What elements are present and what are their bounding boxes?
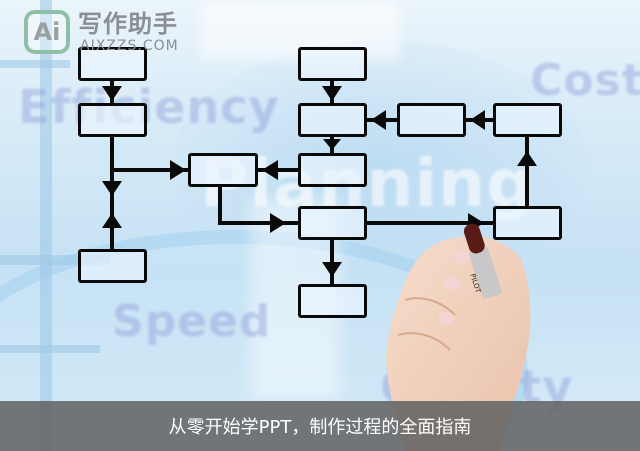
caption-bar: 从零开始学PPT，制作过程的全面指南 xyxy=(0,401,640,451)
watermark-logo: Ai 写作助手 AIXZZS.COM xyxy=(24,10,179,54)
flowchart-box-8 xyxy=(298,206,367,240)
flowchart-box-10 xyxy=(397,103,466,137)
background-grid-line xyxy=(0,60,70,68)
ai-logo-icon: Ai xyxy=(24,10,70,54)
flowchart-box-6 xyxy=(298,103,367,137)
logo-icon-text: Ai xyxy=(33,18,61,46)
flowchart-box-5 xyxy=(298,47,367,81)
background-word-speed: Speed xyxy=(112,296,272,347)
background-grid-line xyxy=(0,255,110,265)
flowchart-box-11 xyxy=(493,103,562,137)
flowchart-box-3 xyxy=(78,249,147,283)
watermark-subtitle: AIXZZS.COM xyxy=(80,38,179,54)
flowchart-box-7 xyxy=(298,153,367,187)
flowchart-box-9 xyxy=(298,284,367,318)
flowchart-box-12 xyxy=(493,206,562,240)
caption-text: 从零开始学PPT，制作过程的全面指南 xyxy=(168,417,472,438)
flowchart-box-2 xyxy=(78,103,147,137)
background-word-cost: Cost xyxy=(530,55,640,106)
watermark-title: 写作助手 xyxy=(78,10,178,38)
flowchart-box-4 xyxy=(188,153,258,187)
background-grid-line xyxy=(0,345,100,353)
background-word-efficiency: Efficiency xyxy=(18,80,280,134)
background-grid-line xyxy=(40,0,52,451)
flowchart-box-1 xyxy=(78,47,147,81)
